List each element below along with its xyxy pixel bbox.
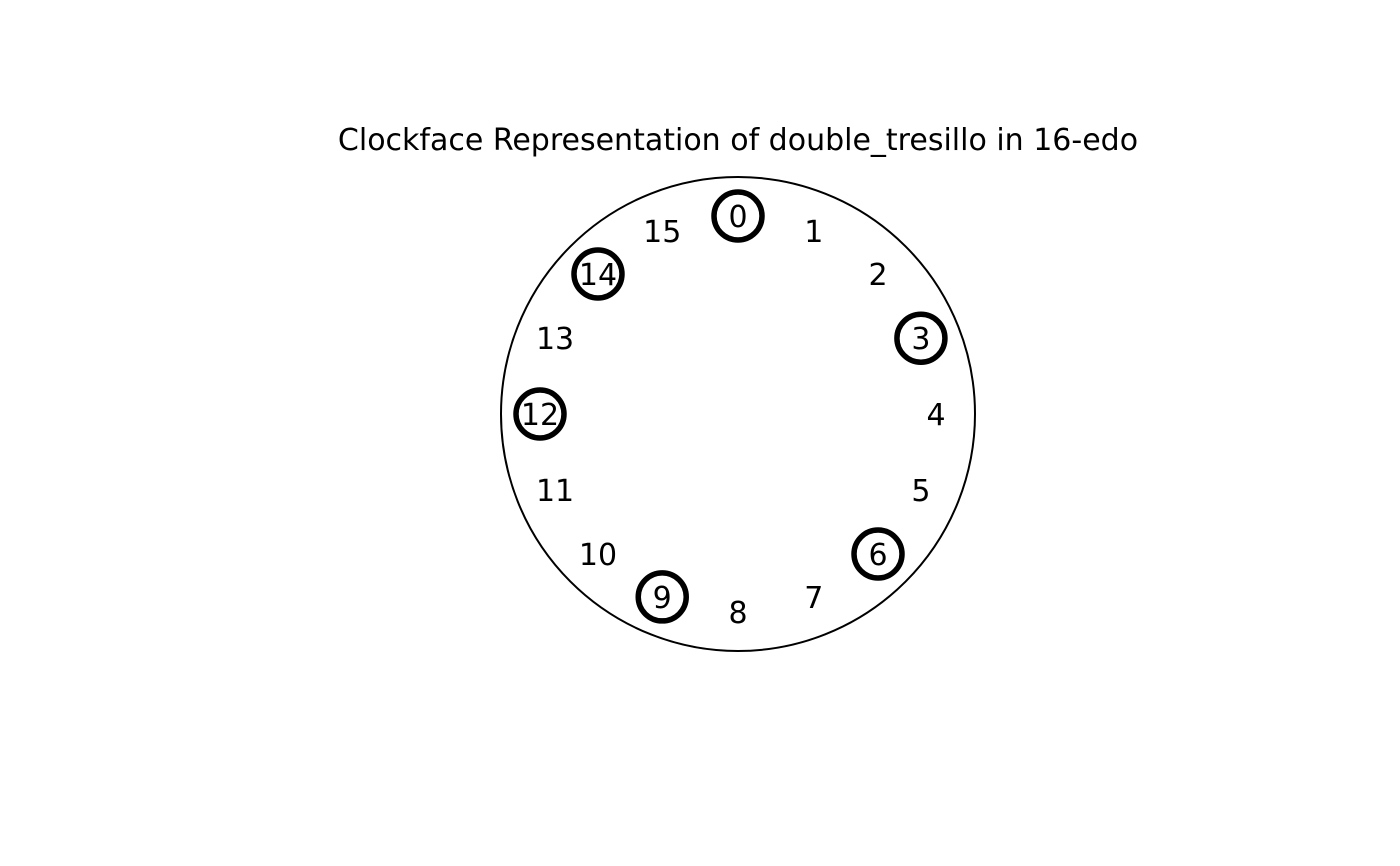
pitch-label-10: 10	[579, 538, 617, 573]
pitch-label-3: 3	[911, 322, 930, 357]
clockface-outer-circle	[500, 176, 976, 652]
active-pitch-marker-0	[711, 189, 765, 243]
diagram-title: Clockface Representation of double_tresi…	[338, 123, 1138, 158]
pitch-label-4: 4	[926, 398, 945, 433]
active-pitch-marker-14	[571, 247, 625, 301]
active-pitch-marker-6	[851, 527, 905, 581]
pitch-label-0: 0	[728, 200, 747, 235]
pitch-label-13: 13	[536, 322, 574, 357]
pitch-label-8: 8	[728, 596, 747, 631]
pitch-label-6: 6	[868, 538, 887, 573]
pitch-markers	[513, 189, 948, 624]
active-pitch-marker-12	[513, 387, 567, 441]
pitch-label-11: 11	[536, 474, 574, 509]
pitch-label-7: 7	[804, 581, 823, 616]
pitch-label-14: 14	[579, 258, 617, 293]
pitch-label-12: 12	[521, 398, 559, 433]
pitch-label-5: 5	[911, 474, 930, 509]
active-pitch-marker-9	[635, 570, 689, 624]
pitch-label-2: 2	[868, 258, 887, 293]
active-pitch-marker-3	[894, 311, 948, 365]
pitch-label-15: 15	[643, 215, 681, 250]
pitch-label-9: 9	[653, 581, 672, 616]
pitch-label-1: 1	[804, 215, 823, 250]
